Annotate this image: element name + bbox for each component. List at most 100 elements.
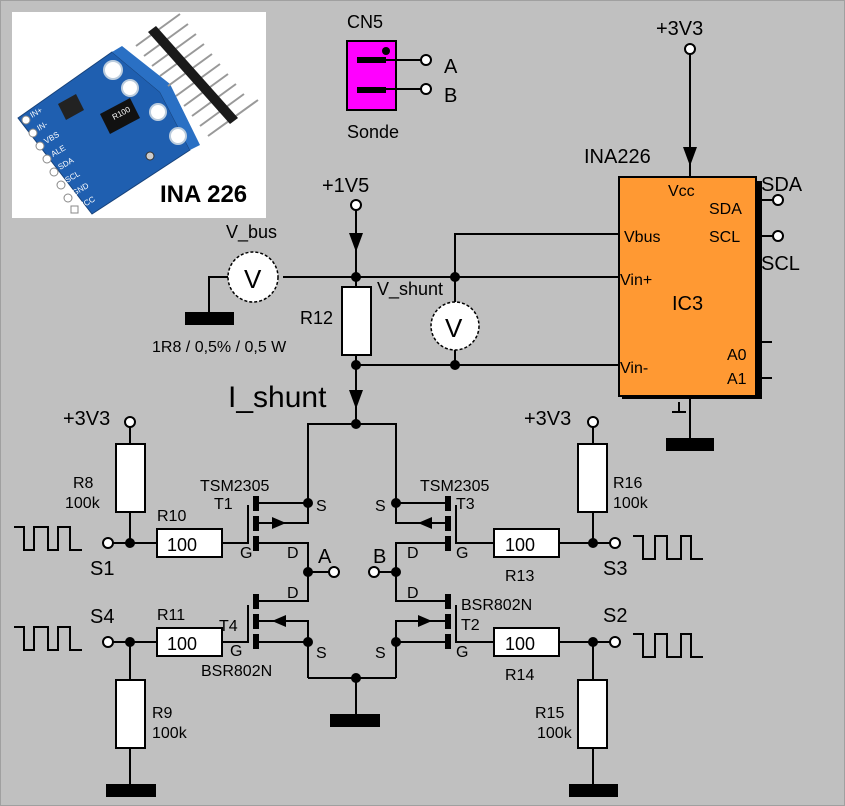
- connector-cn5[interactable]: CN5 A B Sonde: [346, 12, 458, 142]
- r8-ref: R8: [73, 475, 94, 492]
- drive-s2: S2 100 R14 R15 100k: [493, 605, 703, 797]
- resistor-r16[interactable]: [577, 443, 608, 513]
- pin-letter-d: D: [287, 545, 299, 562]
- t2-ref: T2: [461, 617, 480, 634]
- r8-value: 100k: [65, 495, 101, 512]
- i-shunt-label: I_shunt: [228, 381, 327, 414]
- ic-pin-scl: SCL: [709, 229, 740, 246]
- voltmeter-vbus[interactable]: V_bus V: [185, 222, 279, 325]
- voltmeter-icon: [430, 301, 480, 351]
- resistor-r8[interactable]: [115, 443, 146, 513]
- chip-icon: [58, 94, 84, 120]
- arrow-right-icon: [272, 517, 286, 529]
- r12-ref: R12: [300, 308, 333, 328]
- voltmeter-symbol: V: [244, 264, 262, 294]
- mount-hole-icon: [121, 79, 139, 97]
- photo-caption: INA 226: [160, 181, 247, 208]
- r10-ref: R10: [157, 508, 186, 525]
- ic-pin-a1: A1: [727, 371, 747, 388]
- resistor-r15[interactable]: [577, 679, 608, 749]
- r15-value: 100k: [537, 725, 573, 742]
- resistor-r11[interactable]: [156, 627, 223, 657]
- pin-header-icon: [135, 13, 259, 137]
- ground-icon: [185, 312, 234, 325]
- r14-ref: R14: [505, 667, 534, 684]
- arrow-left-icon: [418, 517, 432, 529]
- arrow-down-icon: [683, 147, 697, 166]
- shunt-section: +1V5 R12 1R8 / 0,5% / 0,5 W I_shunt V_sh…: [152, 175, 619, 425]
- r16-ref: R16: [613, 475, 642, 492]
- transistor-t3[interactable]: TSM2305 T3 S G D: [375, 478, 494, 572]
- s1-terminal[interactable]: [102, 537, 114, 549]
- pwm-waveform-icon: [633, 535, 703, 560]
- supply-terminal: [684, 43, 696, 55]
- net-label-scl: SCL: [761, 253, 800, 275]
- node-a-terminal[interactable]: [328, 566, 340, 578]
- pin-letter-g: G: [240, 545, 252, 562]
- mount-hole-icon: [169, 127, 187, 145]
- terminal-a[interactable]: [420, 54, 432, 66]
- r10-value: 100: [167, 535, 197, 555]
- resistor-r9[interactable]: [115, 679, 146, 749]
- t3-part: TSM2305: [420, 478, 489, 495]
- scl-terminal[interactable]: [772, 230, 784, 242]
- connector-pin-a-label: A: [444, 56, 458, 78]
- pin-letter-s: S: [375, 498, 386, 515]
- ic-part-label: INA226: [584, 146, 651, 168]
- ground-icon: [106, 784, 156, 797]
- pin-letter-g: G: [456, 545, 468, 562]
- v-shunt-label: V_shunt: [377, 279, 443, 300]
- supply-terminal: [350, 199, 362, 211]
- sda-terminal[interactable]: [772, 194, 784, 206]
- voltmeter-vshunt[interactable]: V: [430, 277, 480, 365]
- resistor-r12[interactable]: [341, 286, 372, 356]
- mount-hole-icon: [149, 103, 167, 121]
- node-b-terminal[interactable]: [368, 566, 380, 578]
- r11-value: 100: [167, 634, 197, 654]
- drive-s1: +3V3 R8 100k S1 100 R10: [14, 408, 225, 580]
- t4-part: BSR802N: [201, 663, 272, 680]
- transistor-t4[interactable]: BSR802N T4 S G D: [201, 572, 327, 680]
- t2-part: BSR802N: [461, 597, 532, 614]
- s3-terminal[interactable]: [609, 537, 621, 549]
- t1-part: TSM2305: [200, 478, 269, 495]
- terminal-b[interactable]: [420, 83, 432, 95]
- pwm-waveform-icon: [633, 633, 703, 658]
- t1-ref: T1: [214, 496, 233, 513]
- node-b-label: B: [373, 546, 386, 568]
- arrow-right-icon: [418, 615, 432, 627]
- pin-letter-s: S: [375, 645, 386, 662]
- node-a-label: A: [318, 546, 332, 568]
- transistor-t1[interactable]: TSM2305 T1 S G D: [200, 478, 327, 572]
- mount-hole-icon: [103, 60, 123, 80]
- resistor-r10[interactable]: [156, 528, 223, 558]
- resistor-r14[interactable]: [493, 627, 560, 657]
- ic-pin-sda: SDA: [709, 201, 742, 218]
- ground-icon: [569, 784, 618, 797]
- module-photo: R100 IN+ IN- VBS ALE SDA SCL GND VCC: [12, 12, 266, 218]
- ground-icon: [330, 714, 380, 727]
- s4-terminal[interactable]: [102, 636, 114, 648]
- resistor-r13[interactable]: [493, 528, 560, 558]
- ic3-ina226[interactable]: +3V3 INA226 Vcc SDA SCL Vbus Vin+ IC3 Vi…: [584, 18, 803, 451]
- ground-icon: [666, 438, 714, 451]
- h-bridge: TSM2305 T1 S G D BSR802N T4: [200, 419, 532, 727]
- supply-label-3v3-ic: +3V3: [656, 18, 703, 40]
- supply-label-3v3-left: +3V3: [63, 408, 110, 430]
- drive-s4: S4 100 R11 R9 100k: [14, 606, 225, 797]
- r11-ref: R11: [157, 607, 185, 624]
- arrow-down-icon: [349, 233, 363, 252]
- arrow-left-icon: [272, 615, 286, 627]
- s2-terminal[interactable]: [609, 636, 621, 648]
- supply-label-1v5: +1V5: [322, 175, 369, 197]
- pin-letter-g: G: [230, 643, 242, 660]
- pwm-waveform-icon: [14, 626, 82, 651]
- s1-label: S1: [90, 558, 114, 580]
- r13-value: 100: [505, 535, 535, 555]
- t4-ref: T4: [219, 618, 238, 635]
- connector-pin-b-label: B: [444, 85, 457, 107]
- s3-label: S3: [603, 558, 627, 580]
- transistor-t2[interactable]: BSR802N T2 S G D: [375, 572, 532, 678]
- ic-pin-a0: A0: [727, 347, 747, 364]
